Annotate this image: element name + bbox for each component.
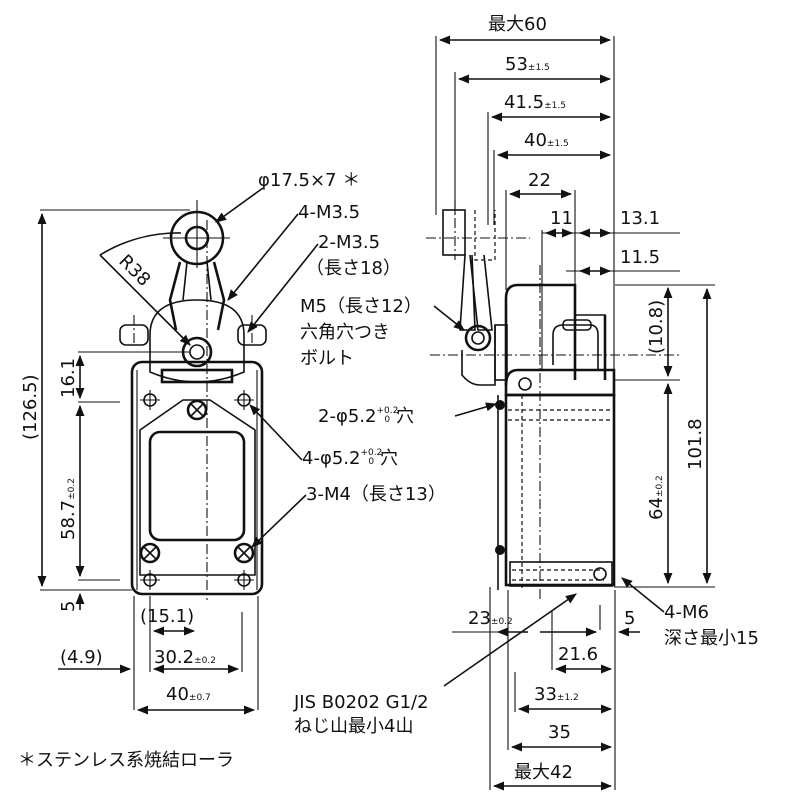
m6-label: 4-M6: [664, 602, 709, 623]
m6-depth-label: 深さ最小15: [664, 628, 759, 649]
conduit-label: JIS B0202 G1/2: [293, 692, 429, 713]
dim-41-5: 41.5±1.5: [504, 92, 566, 113]
dim-16-1: 16.1: [58, 358, 79, 398]
dim-35: 35: [548, 722, 571, 743]
dim-max60: 最大60: [488, 14, 547, 35]
dim-58-7: 58.7±0.2: [58, 478, 79, 540]
conduit-label-line2: ねじ山最小4山: [294, 716, 413, 737]
roller-icon: [163, 200, 230, 268]
screws-2-m3-5-label: 2-M3.5: [318, 232, 380, 253]
dim-33: 33±1.2: [534, 684, 579, 705]
dim-30-2: 30.2±0.2: [154, 647, 216, 668]
front-view: R38 φ17.5×7 ＊ 4-M3.5 2-M3.5 （長さ18: [20, 170, 446, 715]
dim-13-1: 13.1: [620, 208, 660, 229]
dim-40-front: 40±0.7: [166, 684, 211, 705]
cover-screw-icon: [139, 399, 255, 564]
bolt-label-line3: ボルト: [300, 348, 354, 369]
footnote: ＊ステンレス系焼結ローラ: [18, 750, 234, 771]
dim-10-8: (10.8): [646, 300, 667, 354]
dim-23: 23±0.2: [468, 608, 513, 629]
dim-21-6: 21.6: [558, 644, 598, 665]
dim-max42: 最大42: [514, 762, 573, 783]
dim-101-8: 101.8: [685, 418, 706, 470]
dim-5-side: 5: [624, 608, 635, 629]
dim-53: 53±1.5: [505, 54, 550, 75]
side-view: 最大60 53±1.5 41.5±1.5 40±1.5 22 11 13.1 1…: [293, 14, 759, 791]
screws-2-length-label: （長さ18）: [306, 258, 401, 279]
dim-4-9: (4.9): [60, 647, 103, 668]
dim-22: 22: [528, 170, 551, 191]
dim-total-height: (126.5): [20, 374, 41, 440]
dim-15-1: (15.1): [140, 606, 194, 627]
roller-label: φ17.5×7 ＊: [258, 170, 360, 191]
dim-11-5: 11.5: [620, 247, 660, 268]
radius-label: R38: [114, 251, 154, 291]
mounting-hole-icon: [140, 390, 254, 590]
dim-40-side: 40±1.5: [524, 130, 569, 151]
bolt-label: M5（長さ12）: [300, 296, 422, 317]
dim-64: 64±0.2: [646, 475, 667, 520]
cover-screws-label: 3-M4（長さ13）: [306, 484, 446, 505]
screws-4-m3-5-label: 4-M3.5: [298, 202, 360, 223]
dim-5-front: 5: [58, 601, 79, 612]
dim-11: 11: [550, 208, 573, 229]
bolt-label-line2: 六角穴つき: [300, 322, 390, 343]
